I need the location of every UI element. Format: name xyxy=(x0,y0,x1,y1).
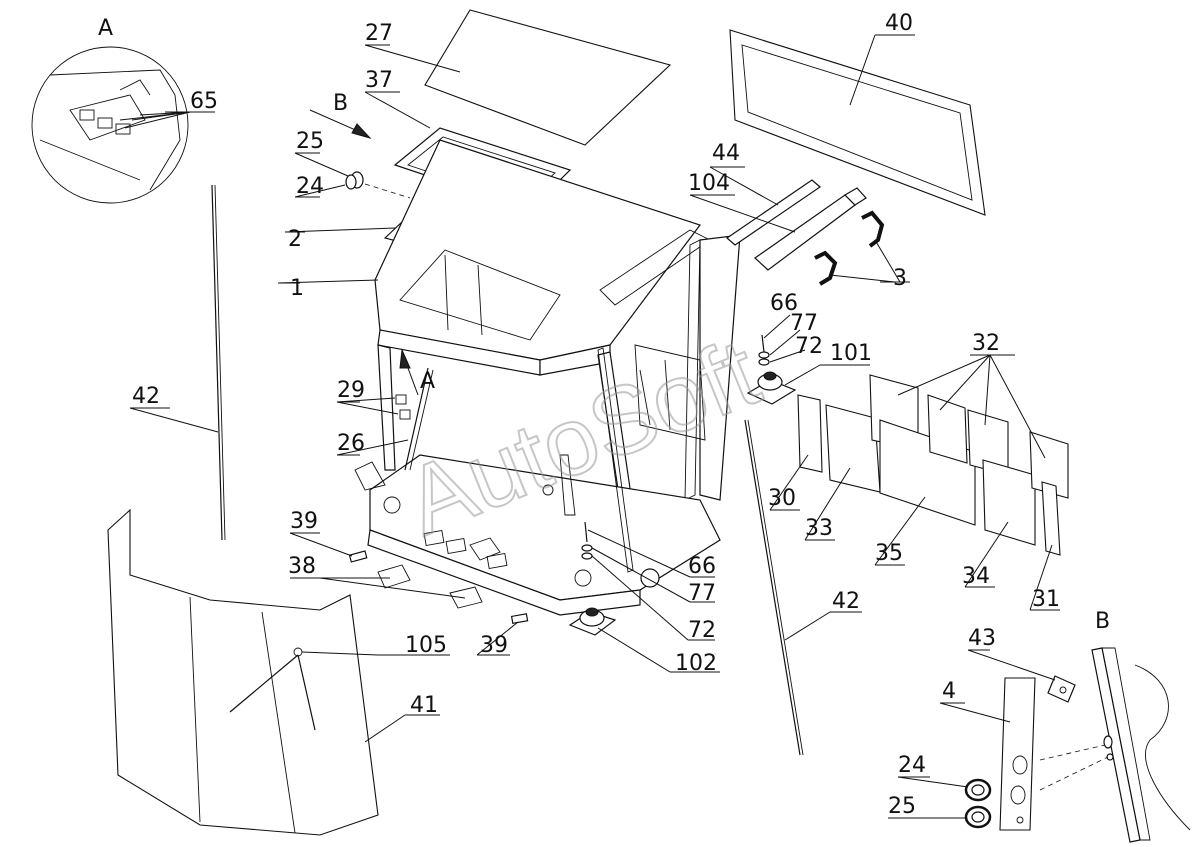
part-102-mount: 102 xyxy=(568,607,720,676)
part-40-rear-window: 40 xyxy=(729,11,986,216)
callout-65: 65 xyxy=(190,89,218,114)
view-arrow-b: B xyxy=(309,91,372,139)
callout-35: 35 xyxy=(875,541,903,566)
callout-77-lower: 77 xyxy=(688,581,716,606)
callout-31: 31 xyxy=(1032,587,1060,612)
callout-4: 4 xyxy=(942,679,956,704)
callout-2: 2 xyxy=(288,227,302,252)
part-26-strut: 26 xyxy=(336,367,434,471)
callout-32: 32 xyxy=(972,331,1000,356)
callout-24-top: 24 xyxy=(296,174,324,199)
callout-3: 3 xyxy=(893,266,907,291)
callout-1: 1 xyxy=(290,276,304,301)
callout-43: 43 xyxy=(968,626,996,651)
callout-44: 44 xyxy=(712,141,740,166)
callout-40: 40 xyxy=(885,11,913,36)
part-3-handles: 3 xyxy=(814,210,910,291)
part-66-77-72-lower: 66 77 72 xyxy=(581,521,716,643)
callout-24-bottom: 24 xyxy=(898,753,926,778)
callout-25-bottom: 25 xyxy=(888,794,916,819)
part-41-front-glass: 105 41 xyxy=(107,508,450,836)
callout-26: 26 xyxy=(337,431,365,456)
detail-view-a: A 65 xyxy=(31,16,218,204)
view-label-b-arrow: B xyxy=(333,91,348,116)
callout-105: 105 xyxy=(405,633,447,658)
callout-34: 34 xyxy=(962,564,990,589)
callout-39-left: 39 xyxy=(290,509,318,534)
callout-72-lower: 72 xyxy=(688,618,716,643)
callout-33: 33 xyxy=(805,516,833,541)
callout-102: 102 xyxy=(675,651,717,676)
callout-39-bottom: 39 xyxy=(480,633,508,658)
detail-view-b: B 43 4 24 25 xyxy=(888,609,1191,843)
view-arrow-a: A xyxy=(399,348,435,396)
part-27-roof-glass: 27 xyxy=(364,9,672,146)
part-29-pads: 29 xyxy=(336,378,411,420)
callout-38: 38 xyxy=(288,554,316,579)
callout-27: 27 xyxy=(365,21,393,46)
callout-41: 41 xyxy=(410,693,438,718)
callout-42-right: 42 xyxy=(832,589,860,614)
callout-77-upper: 77 xyxy=(790,311,818,336)
callout-104: 104 xyxy=(688,171,730,196)
part-24-25-knob-top: 25 24 xyxy=(294,129,411,199)
part-30-35-side-panels: 32 30 33 35 34 31 xyxy=(768,331,1069,612)
part-66-77-72-101-upper: 66 77 72 101 xyxy=(746,291,872,405)
callout-37: 37 xyxy=(365,68,393,93)
callout-25-top: 25 xyxy=(296,129,324,154)
callout-101: 101 xyxy=(830,341,872,366)
view-label-b-detail: B xyxy=(1095,609,1110,634)
callout-42-left: 42 xyxy=(132,384,160,409)
callout-66-upper: 66 xyxy=(770,291,798,316)
part-42-rod-right: 42 xyxy=(744,419,862,756)
part-38-39-floor-pads: 39 38 39 xyxy=(288,509,529,658)
callout-66-lower: 66 xyxy=(688,554,716,579)
callout-29: 29 xyxy=(337,378,365,403)
part-1-cab-frame: 1 xyxy=(277,139,741,616)
view-label-a-detail: A xyxy=(98,16,113,41)
part-44-104-light: 44 104 xyxy=(688,141,867,271)
callout-72-upper: 72 xyxy=(795,334,823,359)
callout-30: 30 xyxy=(768,486,796,511)
part-42-rod-left: 42 xyxy=(129,184,226,541)
